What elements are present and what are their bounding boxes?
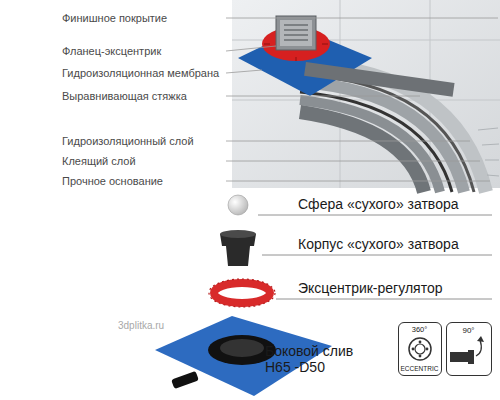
- eccentric-icon: [409, 338, 431, 360]
- rotation-icon: [450, 336, 484, 364]
- dry-trap-body: [220, 230, 256, 266]
- leader-lines: [226, 18, 498, 181]
- part-underlines: [258, 215, 492, 299]
- floor-drain: [238, 16, 455, 97]
- layer-label: Гидроизоляционная мембрана: [62, 67, 219, 80]
- layer-label: Прочное основание: [62, 175, 163, 188]
- watermark: 3dplitka.ru: [118, 320, 164, 332]
- icon-caption: ECCENTRIC: [401, 366, 439, 373]
- part-label: Корпус «сухого» затвора: [298, 236, 459, 252]
- part-label: Сфера «сухого» затвора: [298, 196, 459, 212]
- angle-label: 360°: [412, 326, 428, 334]
- eccentric-icon-box: 360° ECCENTRIC: [398, 322, 442, 376]
- rotation-icon-box: 90°: [446, 322, 492, 376]
- layer-label: Финишное покрытие: [62, 12, 167, 25]
- layer-label: Клеящий слой: [62, 155, 136, 168]
- layer-label: Выравнивающая стяжка: [62, 90, 187, 103]
- layer-label: Фланец-эксцентрик: [62, 45, 161, 58]
- layer-label: Гидроизоляционный слой: [62, 135, 194, 148]
- eccentric-regulator: [209, 279, 275, 307]
- angle-label: 90°: [462, 327, 474, 335]
- part-label: Боковой слив H65 -D50: [265, 343, 369, 375]
- part-label: Эксцентрик-регулятор: [298, 280, 442, 296]
- dry-trap-ball: [228, 195, 248, 215]
